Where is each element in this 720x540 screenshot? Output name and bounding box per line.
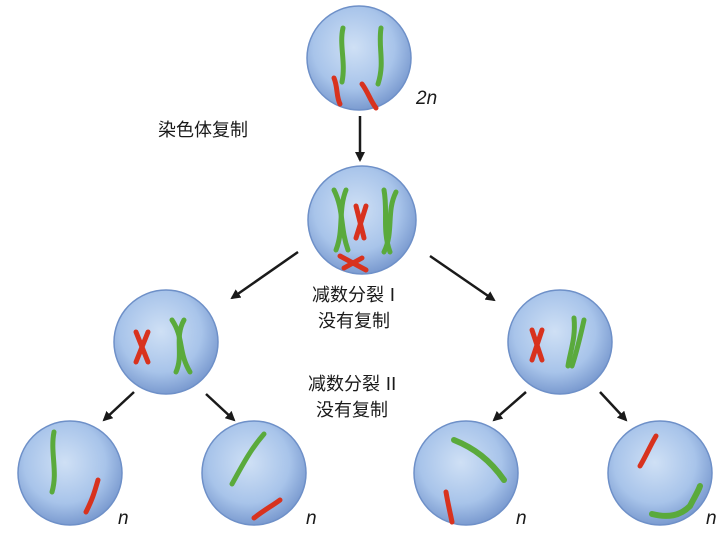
- ploidy-parent: 2n: [416, 88, 438, 109]
- meiosis1-title: 减数分裂 I: [312, 285, 396, 306]
- red-chromosome: [251, 497, 283, 521]
- parent-cell: [306, 5, 412, 111]
- meiosis2-title: 减数分裂 II: [308, 374, 397, 395]
- arrow-meiosis2-rl: [492, 391, 527, 422]
- red-chromatid: [353, 203, 369, 241]
- red-chromosome: [637, 433, 659, 469]
- green-chromosome: [229, 431, 267, 487]
- red-chromatid: [341, 255, 365, 271]
- gamete-cell-1: [17, 420, 123, 526]
- ploidy-gamete-3: n: [516, 508, 527, 529]
- arrow-meiosis2-ll: [102, 391, 135, 422]
- replication-label: 染色体复制: [158, 120, 248, 141]
- meiosis2-note: 没有复制: [316, 400, 388, 421]
- meiosis1-note: 没有复制: [318, 311, 390, 332]
- green-chromatid: [333, 187, 349, 253]
- gamete-cell-3: [413, 420, 519, 526]
- red-chromosome: [83, 477, 101, 515]
- green-chromosome: [451, 437, 507, 483]
- ploidy-gamete-1: n: [118, 508, 129, 529]
- green-chromatid: [569, 317, 587, 369]
- green-chromosome: [375, 25, 384, 87]
- green-chromatid: [173, 317, 187, 375]
- arrow-meiosis1-left: [230, 250, 299, 300]
- red-chromatid: [133, 329, 151, 365]
- red-chromosome: [359, 81, 379, 111]
- red-chromosome: [331, 75, 343, 107]
- ploidy-gamete-4: n: [706, 508, 717, 529]
- red-chromosome: [443, 489, 455, 525]
- green-chromatid: [381, 189, 399, 255]
- arrow-meiosis2-rr: [599, 391, 628, 422]
- arrow-meiosis2-lr: [205, 393, 236, 422]
- green-chromosome: [49, 429, 57, 495]
- green-chromosome: [649, 483, 703, 519]
- meiosis1-left-cell: [113, 289, 219, 395]
- red-chromatid: [529, 327, 545, 363]
- green-chromosome: [339, 25, 346, 85]
- arrows: [102, 116, 628, 422]
- green-chromatid: [565, 315, 577, 369]
- gamete-cell-2: [201, 420, 307, 526]
- ploidy-gamete-2: n: [306, 508, 317, 529]
- arrow-meiosis1-right: [429, 254, 496, 302]
- replicated-cell: [307, 165, 417, 275]
- gamete-cell-4: [607, 420, 713, 526]
- meiosis1-right-cell: [507, 289, 613, 395]
